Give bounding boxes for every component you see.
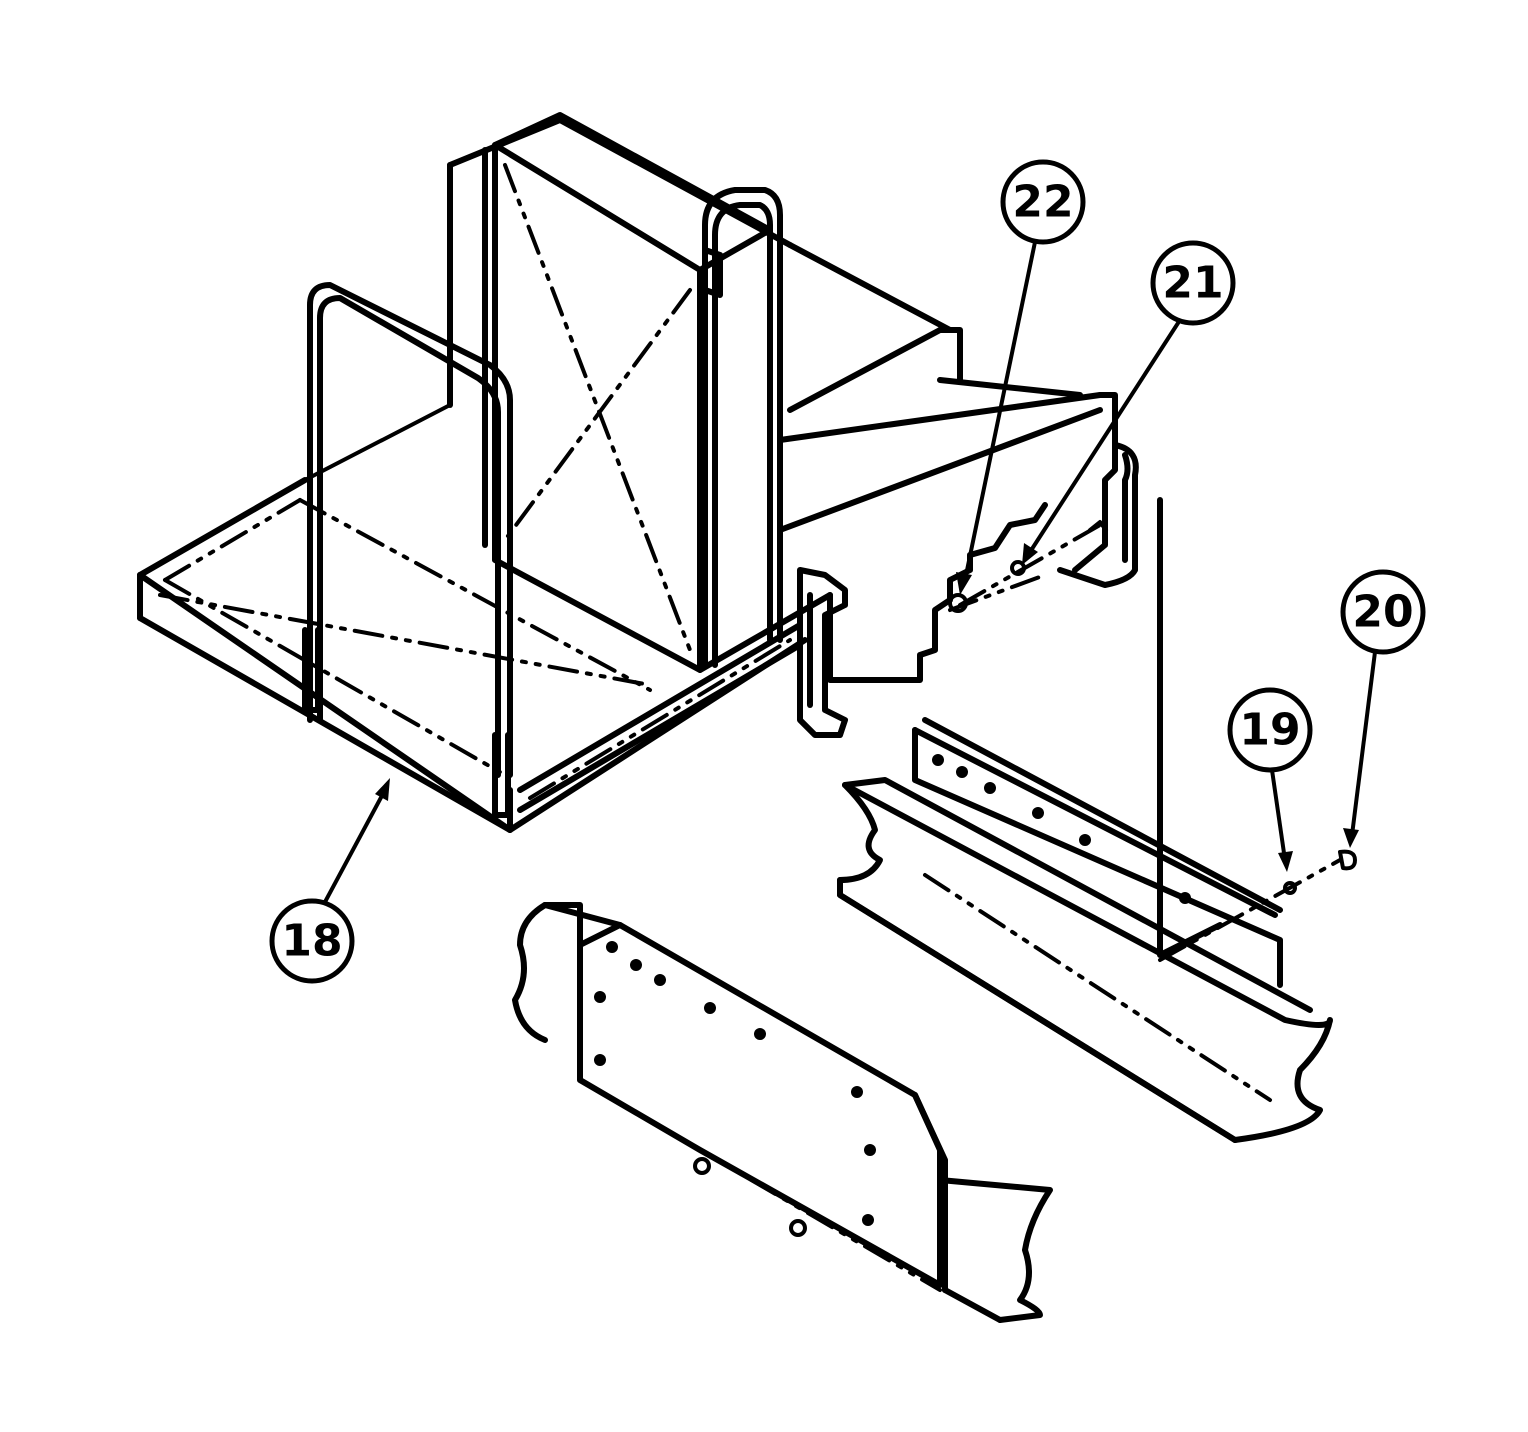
callout-19-label: 19 xyxy=(1239,705,1300,756)
callout-18: 18 xyxy=(269,778,390,984)
callout-21-label: 21 xyxy=(1162,258,1223,309)
frame-side-plate xyxy=(512,902,1053,1323)
callout-20-label: 20 xyxy=(1352,587,1413,638)
callout-20: 20 xyxy=(1340,569,1426,848)
frame-channel-member xyxy=(837,497,1333,1143)
callout-19: 19 xyxy=(1227,687,1313,872)
hardware-fasteners xyxy=(948,520,1357,962)
callout-22-label: 22 xyxy=(1012,177,1073,228)
callout-21: 21 xyxy=(1022,240,1236,565)
callout-18-label: 18 xyxy=(281,916,342,967)
callout-22: 22 xyxy=(956,159,1086,595)
